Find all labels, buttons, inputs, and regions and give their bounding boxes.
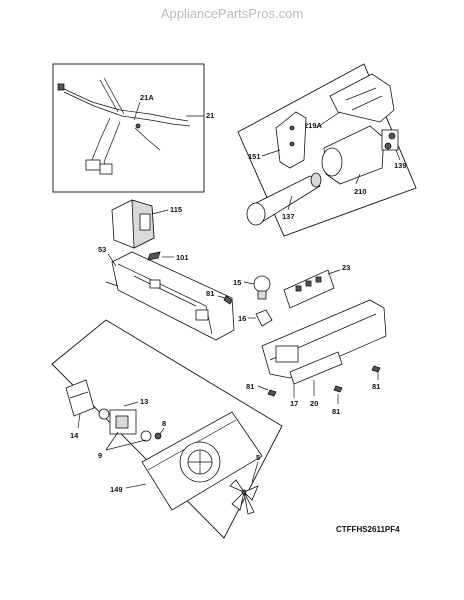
fan-blade-5[interactable] [229,479,259,515]
callout-101: 101 [176,253,189,262]
callout-13: 13 [140,397,148,406]
filter-cover-151[interactable] [275,111,307,169]
callout-81-a: 81 [206,289,214,298]
callout-81-c: 81 [332,407,340,416]
filter-head-210[interactable] [321,125,385,185]
callout-8: 8 [162,419,166,428]
callout-16: 16 [238,314,246,323]
callout-14: 14 [70,431,79,440]
callout-149: 149 [110,485,123,494]
dispenser-bezel-17[interactable] [261,299,387,379]
filter-housing-219a[interactable] [329,73,395,123]
site-watermark: AppliancePartsPros.com [160,6,304,21]
dispenser-group: 115 53 101 15 [98,199,387,416]
callout-139: 139 [394,161,407,170]
diagram-code: CTFFHS2611PF4 [336,525,400,534]
callout-9: 9 [98,451,102,460]
callout-137: 137 [282,212,295,221]
callout-219a: 219A [304,121,323,130]
callout-81-b: 81 [246,382,254,391]
bracket-14[interactable] [65,379,95,417]
housing-bracket-53[interactable] [105,251,235,341]
callout-5: 5 [256,453,260,462]
lamp-15[interactable] [253,275,271,300]
switch-board-23[interactable] [283,269,335,309]
module-115[interactable] [111,199,155,249]
callout-81-d: 81 [372,382,380,391]
callout-21: 21 [206,111,214,120]
screw-81-c[interactable] [333,385,343,393]
grommet-8[interactable] [154,432,162,440]
socket-16[interactable] [255,309,273,327]
callout-20: 20 [310,399,318,408]
filter-assembly-group: 219A 151 210 139 137 [237,63,417,237]
valve-139[interactable] [381,129,399,151]
wiring-harness-part[interactable] [57,77,191,175]
wiring-harness-box [52,63,205,193]
filter-cartridge-137[interactable] [246,172,322,226]
callout-151: 151 [248,152,261,161]
callout-53: 53 [98,245,106,254]
motor-13[interactable] [98,408,152,442]
wiring-harness-group: 21 21A [52,63,214,193]
fan-shroud-149[interactable] [141,411,263,511]
screw-81-a[interactable] [223,295,233,305]
part-101[interactable] [147,251,161,261]
callout-115: 115 [170,205,182,214]
callout-21a: 21A [140,93,154,102]
callout-17: 17 [290,399,298,408]
callout-23: 23 [342,263,350,272]
callout-15: 15 [233,278,241,287]
callout-210: 210 [354,187,367,196]
fan-assembly-group: 14 13 8 9 149 [51,319,283,539]
screw-81-d[interactable] [371,365,381,373]
screw-81-b[interactable] [267,389,277,397]
actuator-20[interactable] [289,351,343,385]
